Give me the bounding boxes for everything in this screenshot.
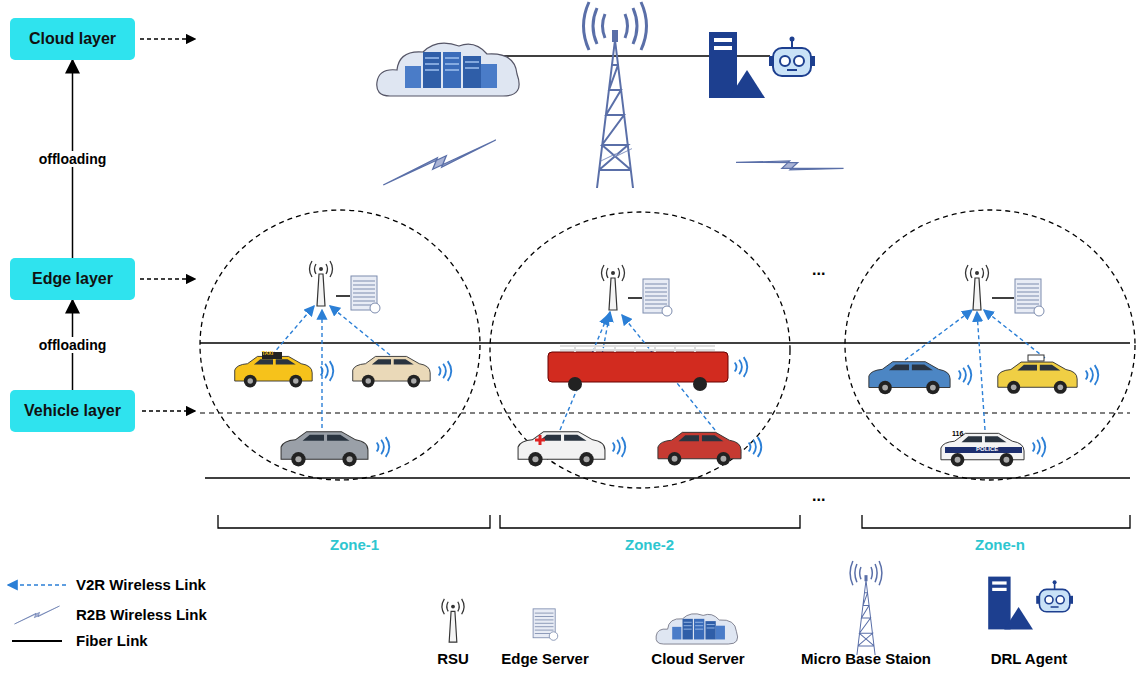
legend-text: Cloud Server: [651, 650, 744, 668]
vehicle-mark: 116: [952, 430, 963, 437]
legend-text: Micro Base Staion: [801, 650, 931, 668]
legend-text: Edge Server: [501, 650, 589, 668]
zone-name: Zone-n: [975, 537, 1025, 552]
layer-box: Cloud layer: [10, 18, 135, 60]
legend-text: RSU: [437, 650, 469, 668]
edge-label: offloading: [37, 337, 109, 353]
layer-name: Vehicle layer: [24, 402, 121, 420]
layer-name: Edge layer: [32, 270, 113, 288]
ellipsis: ...: [812, 488, 825, 504]
legend-text: R2B Wireless Link: [76, 606, 207, 624]
layer-name: Cloud layer: [29, 30, 116, 48]
zone-name: Zone-2: [625, 537, 674, 552]
legend-text: Fiber Link: [76, 632, 148, 650]
vehicle-mark: POLICE: [976, 446, 998, 452]
zone-name: Zone-1: [330, 537, 379, 552]
ellipsis: ...: [812, 262, 825, 278]
edge-label: offloading: [37, 151, 109, 167]
legend-text: DRL Agent: [991, 650, 1068, 668]
layer-box: Vehicle layer: [10, 390, 135, 432]
layer-box: Edge layer: [10, 258, 135, 300]
legend-text: V2R Wireless Link: [76, 576, 206, 594]
vehicle-mark: TAXI: [262, 351, 273, 356]
